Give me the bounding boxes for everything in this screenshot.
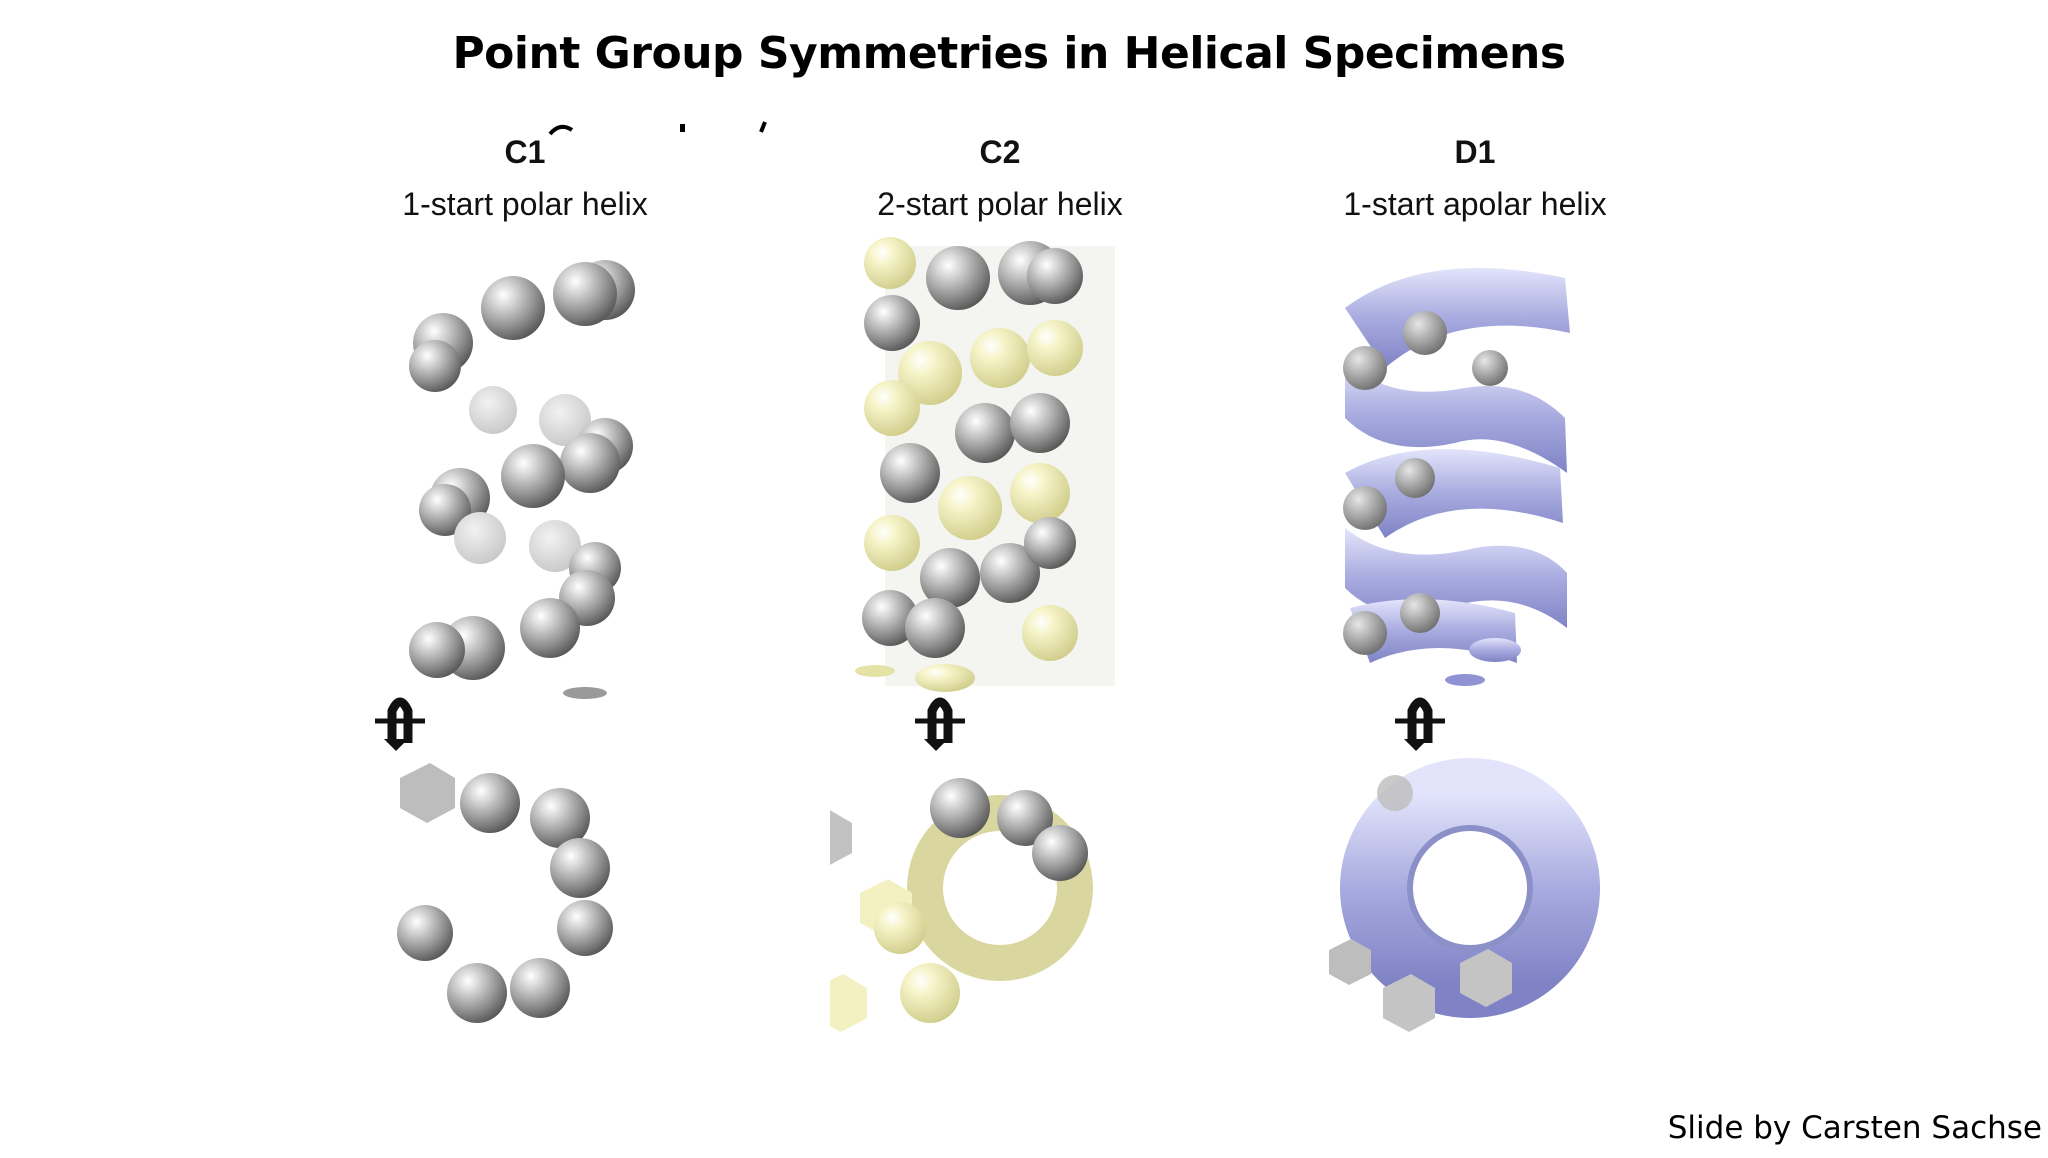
rotation-arrow-icon <box>915 697 965 751</box>
side-view-d1 <box>1343 268 1570 686</box>
end-view-d1 <box>1329 758 1600 1032</box>
side-view-c2 <box>855 237 1115 692</box>
side-view-c1 <box>409 260 635 699</box>
panel-label: C1 <box>504 134 546 170</box>
end-view-c1 <box>397 763 613 1023</box>
rotation-arrow-icon <box>375 697 425 751</box>
rotation-arrow-icon <box>1395 697 1445 751</box>
slide-title-text: Point Group Symmetries in Helical Specim… <box>452 28 1566 79</box>
helix-figure-d1 <box>1329 268 1600 1032</box>
slide-title: Point Group Symmetries in Helical Specim… <box>0 28 2048 79</box>
slide-credit: Slide by Carsten Sachse <box>1667 1110 2042 1146</box>
panel-c2: C2 2-start polar helix <box>830 128 1170 1158</box>
helix-figure-c1 <box>375 260 635 1023</box>
cropped-text-fragments <box>548 121 767 136</box>
panel-description: 1-start polar helix <box>402 186 648 222</box>
panel-description: 1-start apolar helix <box>1343 186 1607 222</box>
helix-figure-c2 <box>830 237 1115 1032</box>
panel-d1: D1 1-start apolar helix <box>1305 128 1645 1158</box>
panel-c1: C1 1-start polar helix <box>355 128 695 1158</box>
panel-description: 2-start polar helix <box>877 186 1123 222</box>
end-view-c2 <box>830 778 1093 1032</box>
panel-label: D1 <box>1454 134 1496 170</box>
panel-label: C2 <box>979 134 1021 170</box>
